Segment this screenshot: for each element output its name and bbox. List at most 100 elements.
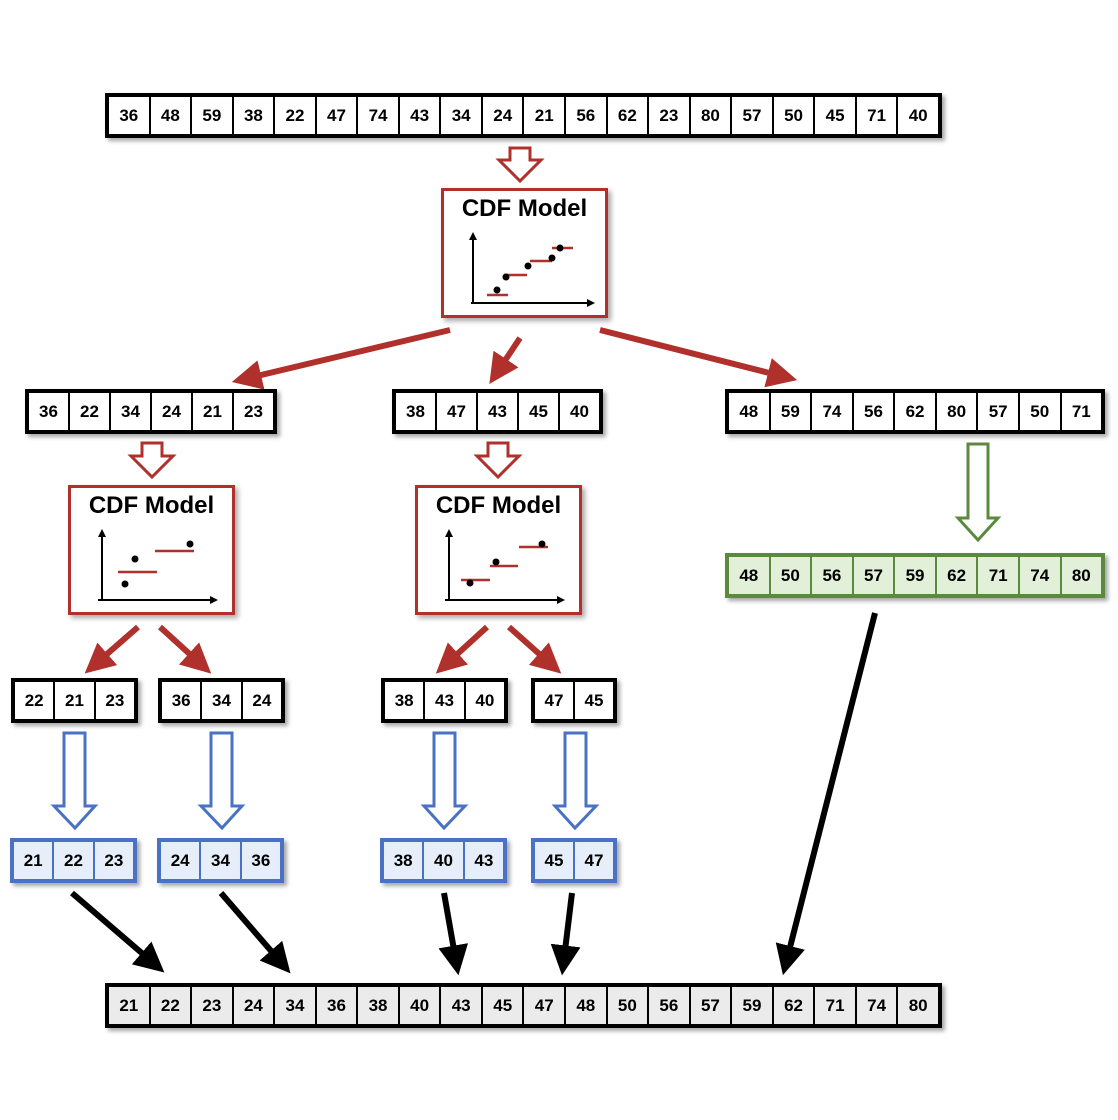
array-cell: 24 bbox=[482, 97, 523, 134]
split-arrow-middle-d bbox=[507, 624, 562, 674]
array-cell: 56 bbox=[566, 97, 606, 134]
array-cell: 47 bbox=[437, 393, 476, 430]
split-arrow-left-b bbox=[157, 624, 212, 674]
array-cell: 50 bbox=[1019, 393, 1060, 430]
array-cell: 71 bbox=[815, 987, 855, 1024]
cdf-plot-root bbox=[469, 232, 595, 307]
array-cell: 24 bbox=[233, 987, 274, 1024]
cdf-model-left: CDF Model bbox=[68, 485, 235, 615]
array-cell: 22 bbox=[15, 682, 54, 719]
array-cell: 34 bbox=[111, 393, 150, 430]
array-cell: 43 bbox=[441, 987, 481, 1024]
feed-arrow-root bbox=[495, 146, 545, 184]
array-cell: 48 bbox=[729, 393, 769, 430]
array-cell: 36 bbox=[162, 682, 201, 719]
array-cell: 47 bbox=[524, 987, 565, 1024]
array-cell: 56 bbox=[812, 557, 852, 594]
array-cell: 36 bbox=[109, 97, 149, 134]
sort-arrow-blue-d bbox=[551, 731, 600, 831]
array-cell: 34 bbox=[202, 682, 241, 719]
array-cell: 48 bbox=[150, 97, 191, 134]
split-arrow-root-right bbox=[599, 327, 798, 388]
array-cell: 22 bbox=[70, 393, 109, 430]
merge-arrow-c bbox=[438, 892, 469, 976]
array-cell: 23 bbox=[94, 842, 133, 879]
cdf-plot-left bbox=[98, 529, 218, 604]
array-cell: 21 bbox=[109, 987, 149, 1024]
array-cell: 34 bbox=[441, 97, 481, 134]
array-cell: 40 bbox=[465, 682, 504, 719]
array-cell: 43 bbox=[399, 97, 440, 134]
merge-arrow-d bbox=[550, 892, 581, 976]
array-cell: 50 bbox=[770, 557, 811, 594]
split-arrow-left-a bbox=[84, 624, 140, 674]
array-cell: 57 bbox=[732, 97, 772, 134]
array-cell: 43 bbox=[478, 393, 517, 430]
sort-arrow-blue-b bbox=[197, 731, 246, 831]
array-cell: 40 bbox=[898, 97, 938, 134]
sort-arrow-blue-a bbox=[50, 731, 99, 831]
array-cell: 57 bbox=[853, 557, 894, 594]
merge-arrow-a bbox=[70, 890, 165, 973]
array-cell: 47 bbox=[535, 682, 573, 719]
array-cell: 57 bbox=[690, 987, 731, 1024]
array-cell: 48 bbox=[729, 557, 769, 594]
array-cell: 23 bbox=[649, 97, 689, 134]
cdf-model-left-title: CDF Model bbox=[88, 492, 215, 519]
feed-arrow-left bbox=[127, 441, 177, 480]
cdf-plot-middle bbox=[445, 529, 565, 604]
array-cell: 21 bbox=[524, 97, 565, 134]
array-cell: 22 bbox=[150, 987, 191, 1024]
array-cell: 56 bbox=[853, 393, 894, 430]
array-cell: 36 bbox=[316, 987, 357, 1024]
array-cell: 74 bbox=[358, 97, 398, 134]
array-cell: 62 bbox=[773, 987, 814, 1024]
array-cell: 22 bbox=[275, 97, 315, 134]
array-cell: 36 bbox=[241, 842, 280, 879]
array-cell: 38 bbox=[385, 682, 424, 719]
array-cell: 50 bbox=[607, 987, 648, 1024]
array-cell: 71 bbox=[1061, 393, 1102, 430]
array-cell: 36 bbox=[29, 393, 68, 430]
array-cell: 38 bbox=[384, 842, 423, 879]
array-cell: 23 bbox=[95, 682, 134, 719]
sort-arrow-green bbox=[954, 442, 1002, 543]
array-cell: 24 bbox=[242, 682, 281, 719]
cdf-model-middle: CDF Model bbox=[415, 485, 582, 615]
array-cell: 62 bbox=[607, 97, 648, 134]
cdf-model-root-title: CDF Model bbox=[461, 195, 588, 222]
array-cell: 38 bbox=[396, 393, 435, 430]
array-cell: 43 bbox=[425, 682, 464, 719]
array-cell: 74 bbox=[812, 393, 852, 430]
array-cell: 24 bbox=[152, 393, 191, 430]
array-cell: 23 bbox=[192, 987, 232, 1024]
array-cell: 21 bbox=[14, 842, 53, 879]
cdf-model-middle-title: CDF Model bbox=[435, 492, 562, 519]
array-cell: 59 bbox=[770, 393, 811, 430]
array-cell: 45 bbox=[575, 682, 613, 719]
array-cell: 21 bbox=[55, 682, 94, 719]
array-cell: 57 bbox=[978, 393, 1018, 430]
array-cell: 80 bbox=[898, 987, 938, 1024]
array-cell: 48 bbox=[566, 987, 606, 1024]
array-cell: 71 bbox=[978, 557, 1018, 594]
merge-arrow-green bbox=[775, 612, 878, 976]
array-cell: 34 bbox=[201, 842, 240, 879]
array-cell: 80 bbox=[936, 393, 977, 430]
array-cell: 45 bbox=[535, 842, 573, 879]
